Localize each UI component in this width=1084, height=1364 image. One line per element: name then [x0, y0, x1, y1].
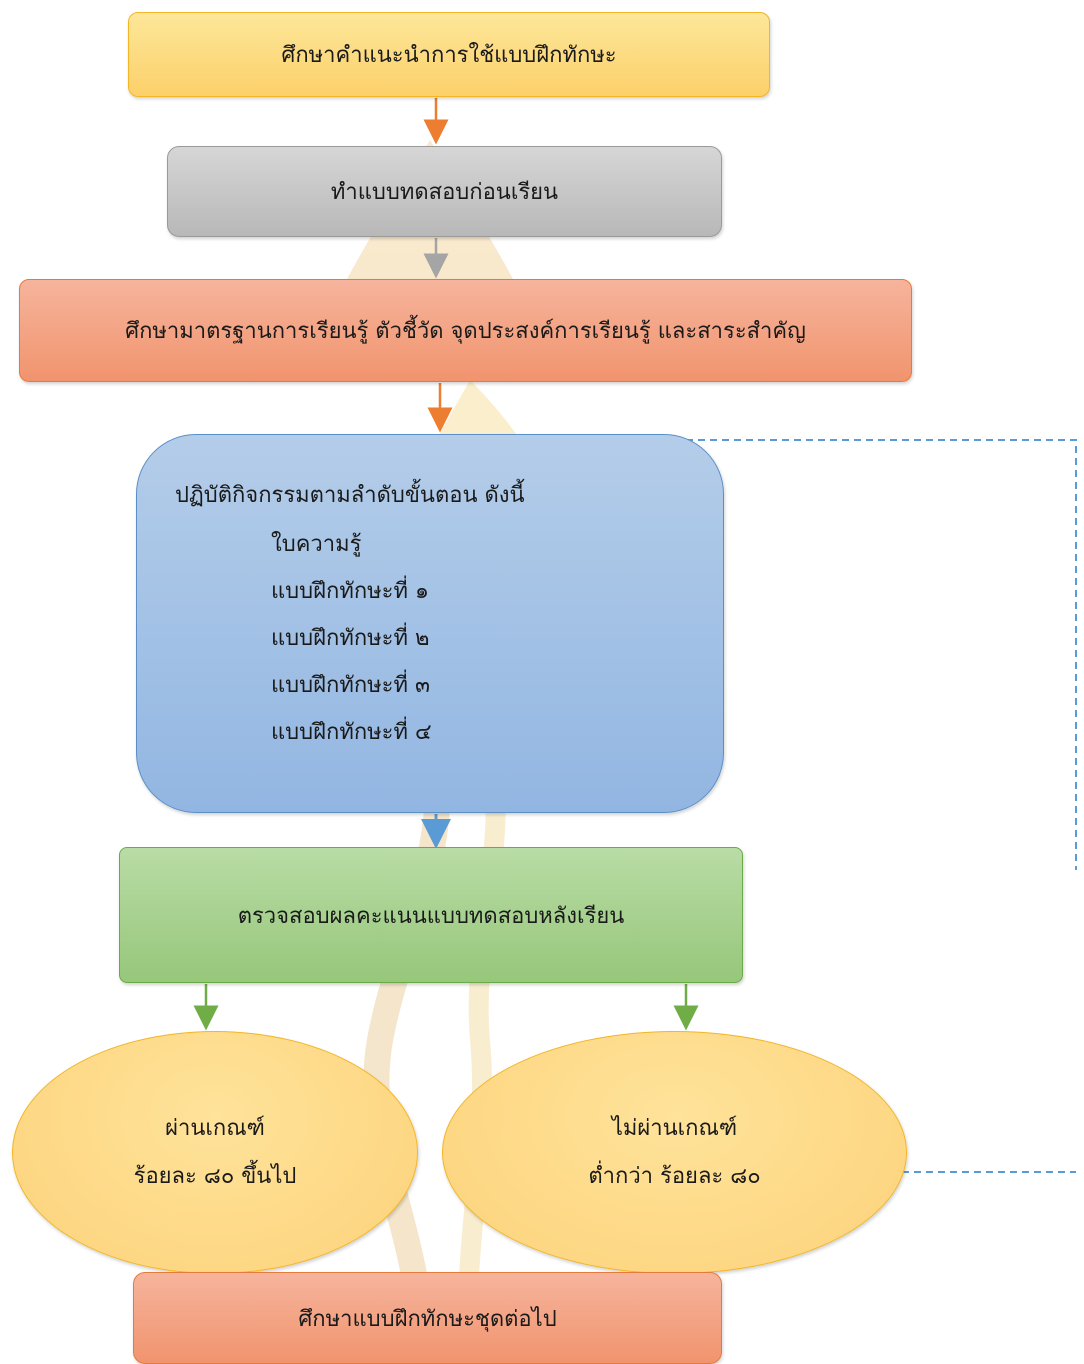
step-next-set: ศึกษาแบบฝึกทักษะชุดต่อไป: [133, 1272, 722, 1364]
step-next-set-label: ศึกษาแบบฝึกทักษะชุดต่อไป: [298, 1306, 557, 1332]
step-activities: ปฏิบัติกิจกรรมตามลำดับขั้นตอน ดังนี้ ใบค…: [136, 434, 724, 813]
outcome-fail-criteria: ต่ำกว่า ร้อยละ ๘๐: [588, 1163, 761, 1189]
activity-list: ใบความรู้ แบบฝึกทักษะที่ ๑ แบบฝึกทักษะที…: [271, 521, 432, 756]
step-study-standards: ศึกษามาตรฐานการเรียนรู้ ตัวชี้วัด จุดประ…: [19, 279, 912, 382]
step-read-instructions-label: ศึกษาคำแนะนำการใช้แบบฝึกทักษะ: [281, 43, 617, 68]
outcome-pass-criteria: ร้อยละ ๘๐ ขึ้นไป: [133, 1163, 297, 1189]
step-study-standards-label: ศึกษามาตรฐานการเรียนรู้ ตัวชี้วัด จุดประ…: [125, 319, 806, 344]
step-check-posttest-label: ตรวจสอบผลคะแนนแบบทดสอบหลังเรียน: [237, 903, 625, 929]
outcome-pass-title: ผ่านเกณฑ์: [165, 1115, 265, 1141]
activity-item-exercise-4: แบบฝึกทักษะที่ ๔: [271, 720, 432, 745]
loop-back-dashed-line: [686, 439, 1077, 870]
step-check-posttest: ตรวจสอบผลคะแนนแบบทดสอบหลังเรียน: [119, 847, 743, 983]
outcome-pass: ผ่านเกณฑ์ ร้อยละ ๘๐ ขึ้นไป: [12, 1031, 418, 1274]
step-pretest: ทำแบบทดสอบก่อนเรียน: [167, 146, 722, 237]
step-read-instructions: ศึกษาคำแนะนำการใช้แบบฝึกทักษะ: [128, 12, 770, 97]
outcome-fail: ไม่ผ่านเกณฑ์ ต่ำกว่า ร้อยละ ๘๐: [442, 1031, 907, 1274]
step-pretest-label: ทำแบบทดสอบก่อนเรียน: [330, 180, 559, 205]
step-activities-heading: ปฏิบัติกิจกรรมตามลำดับขั้นตอน ดังนี้: [175, 483, 525, 508]
activity-item-exercise-1: แบบฝึกทักษะที่ ๑: [271, 579, 429, 604]
activity-item-exercise-3: แบบฝึกทักษะที่ ๓: [271, 673, 430, 698]
activity-item-knowledge-sheet: ใบความรู้: [271, 532, 362, 557]
activity-item-exercise-2: แบบฝึกทักษะที่ ๒: [271, 626, 430, 651]
outcome-fail-title: ไม่ผ่านเกณฑ์: [611, 1115, 738, 1141]
